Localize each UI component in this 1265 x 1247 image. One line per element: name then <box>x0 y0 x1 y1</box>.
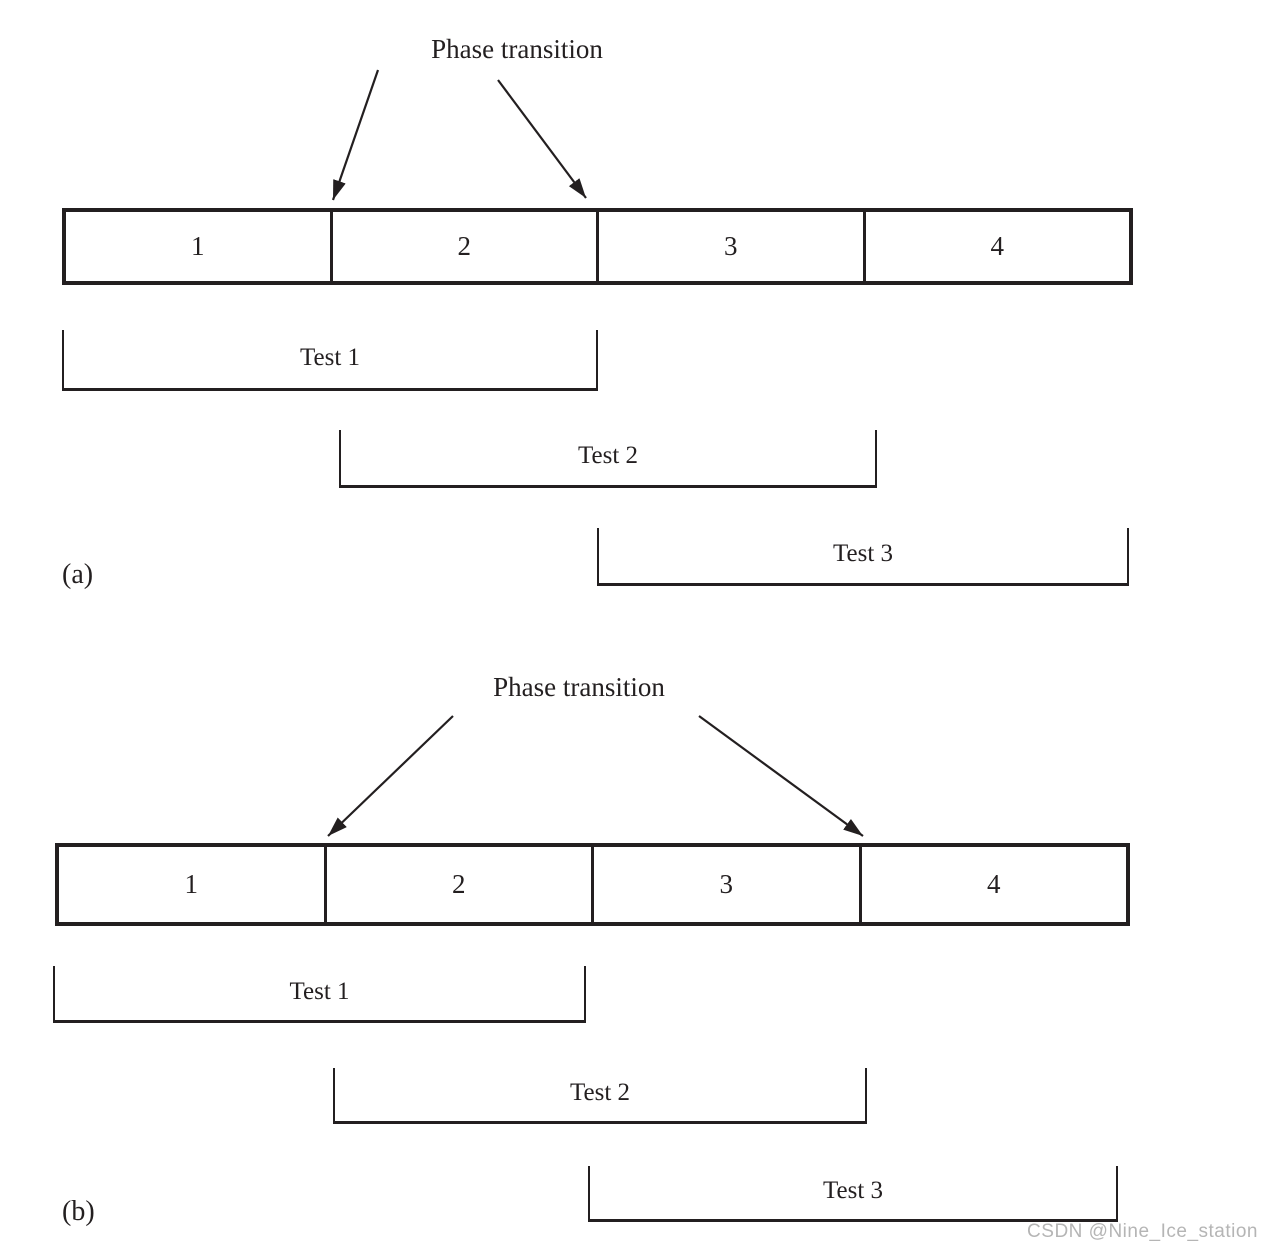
phase-segment-a-2: 2 <box>333 212 599 281</box>
phase-segment-label: 2 <box>457 231 472 261</box>
phase-bar-a: 1 2 3 4 <box>62 208 1133 285</box>
test1-bracket-a: Test 1 <box>62 330 598 391</box>
phase-transition-label-b: Phase transition <box>493 672 665 702</box>
arrow-a-right-icon <box>497 79 587 199</box>
phase-segment-a-1: 1 <box>66 212 333 281</box>
test1-label-a: Test 1 <box>299 343 361 371</box>
test2-label-b: Test 2 <box>569 1079 631 1106</box>
test2-bracket-b: Test 2 <box>333 1068 867 1124</box>
arrow-b-left-icon <box>327 715 454 837</box>
test3-bracket-b: Test 3 <box>588 1166 1118 1222</box>
arrow-a-left-icon <box>331 69 380 201</box>
phase-segment-label: 1 <box>184 869 199 899</box>
test1-bracket-b: Test 1 <box>53 966 586 1023</box>
arrow-b-right-icon <box>698 715 864 837</box>
phase-segment-label: 4 <box>990 231 1005 261</box>
test2-bracket-a: Test 2 <box>339 430 877 488</box>
phase-segment-b-4: 4 <box>862 847 1127 922</box>
phase-bar-b: 1 2 3 4 <box>55 843 1130 926</box>
phase-transition-label-a: Phase transition <box>431 34 603 64</box>
test2-label-a: Test 2 <box>577 442 639 469</box>
test3-label-b: Test 3 <box>822 1177 884 1204</box>
caption-a: (a) <box>62 559 94 590</box>
phase-segment-b-1: 1 <box>59 847 327 922</box>
phase-segment-b-3: 3 <box>594 847 862 922</box>
test1-label-b: Test 1 <box>289 977 350 1005</box>
phase-segment-b-2: 2 <box>327 847 594 922</box>
phase-segment-label: 2 <box>452 869 466 899</box>
caption-b: (b) <box>62 1196 95 1227</box>
phase-segment-label: 3 <box>724 231 738 261</box>
phase-segment-label: 3 <box>719 869 734 899</box>
phase-segment-a-3: 3 <box>599 212 866 281</box>
test3-bracket-a: Test 3 <box>597 528 1129 586</box>
csdn-watermark: CSDN @Nine_Ice_station <box>1027 1221 1258 1242</box>
test3-label-a: Test 3 <box>832 540 894 567</box>
phase-segment-a-4: 4 <box>866 212 1130 281</box>
phase-segment-label: 1 <box>191 231 205 261</box>
phase-segment-label: 4 <box>987 869 1001 899</box>
